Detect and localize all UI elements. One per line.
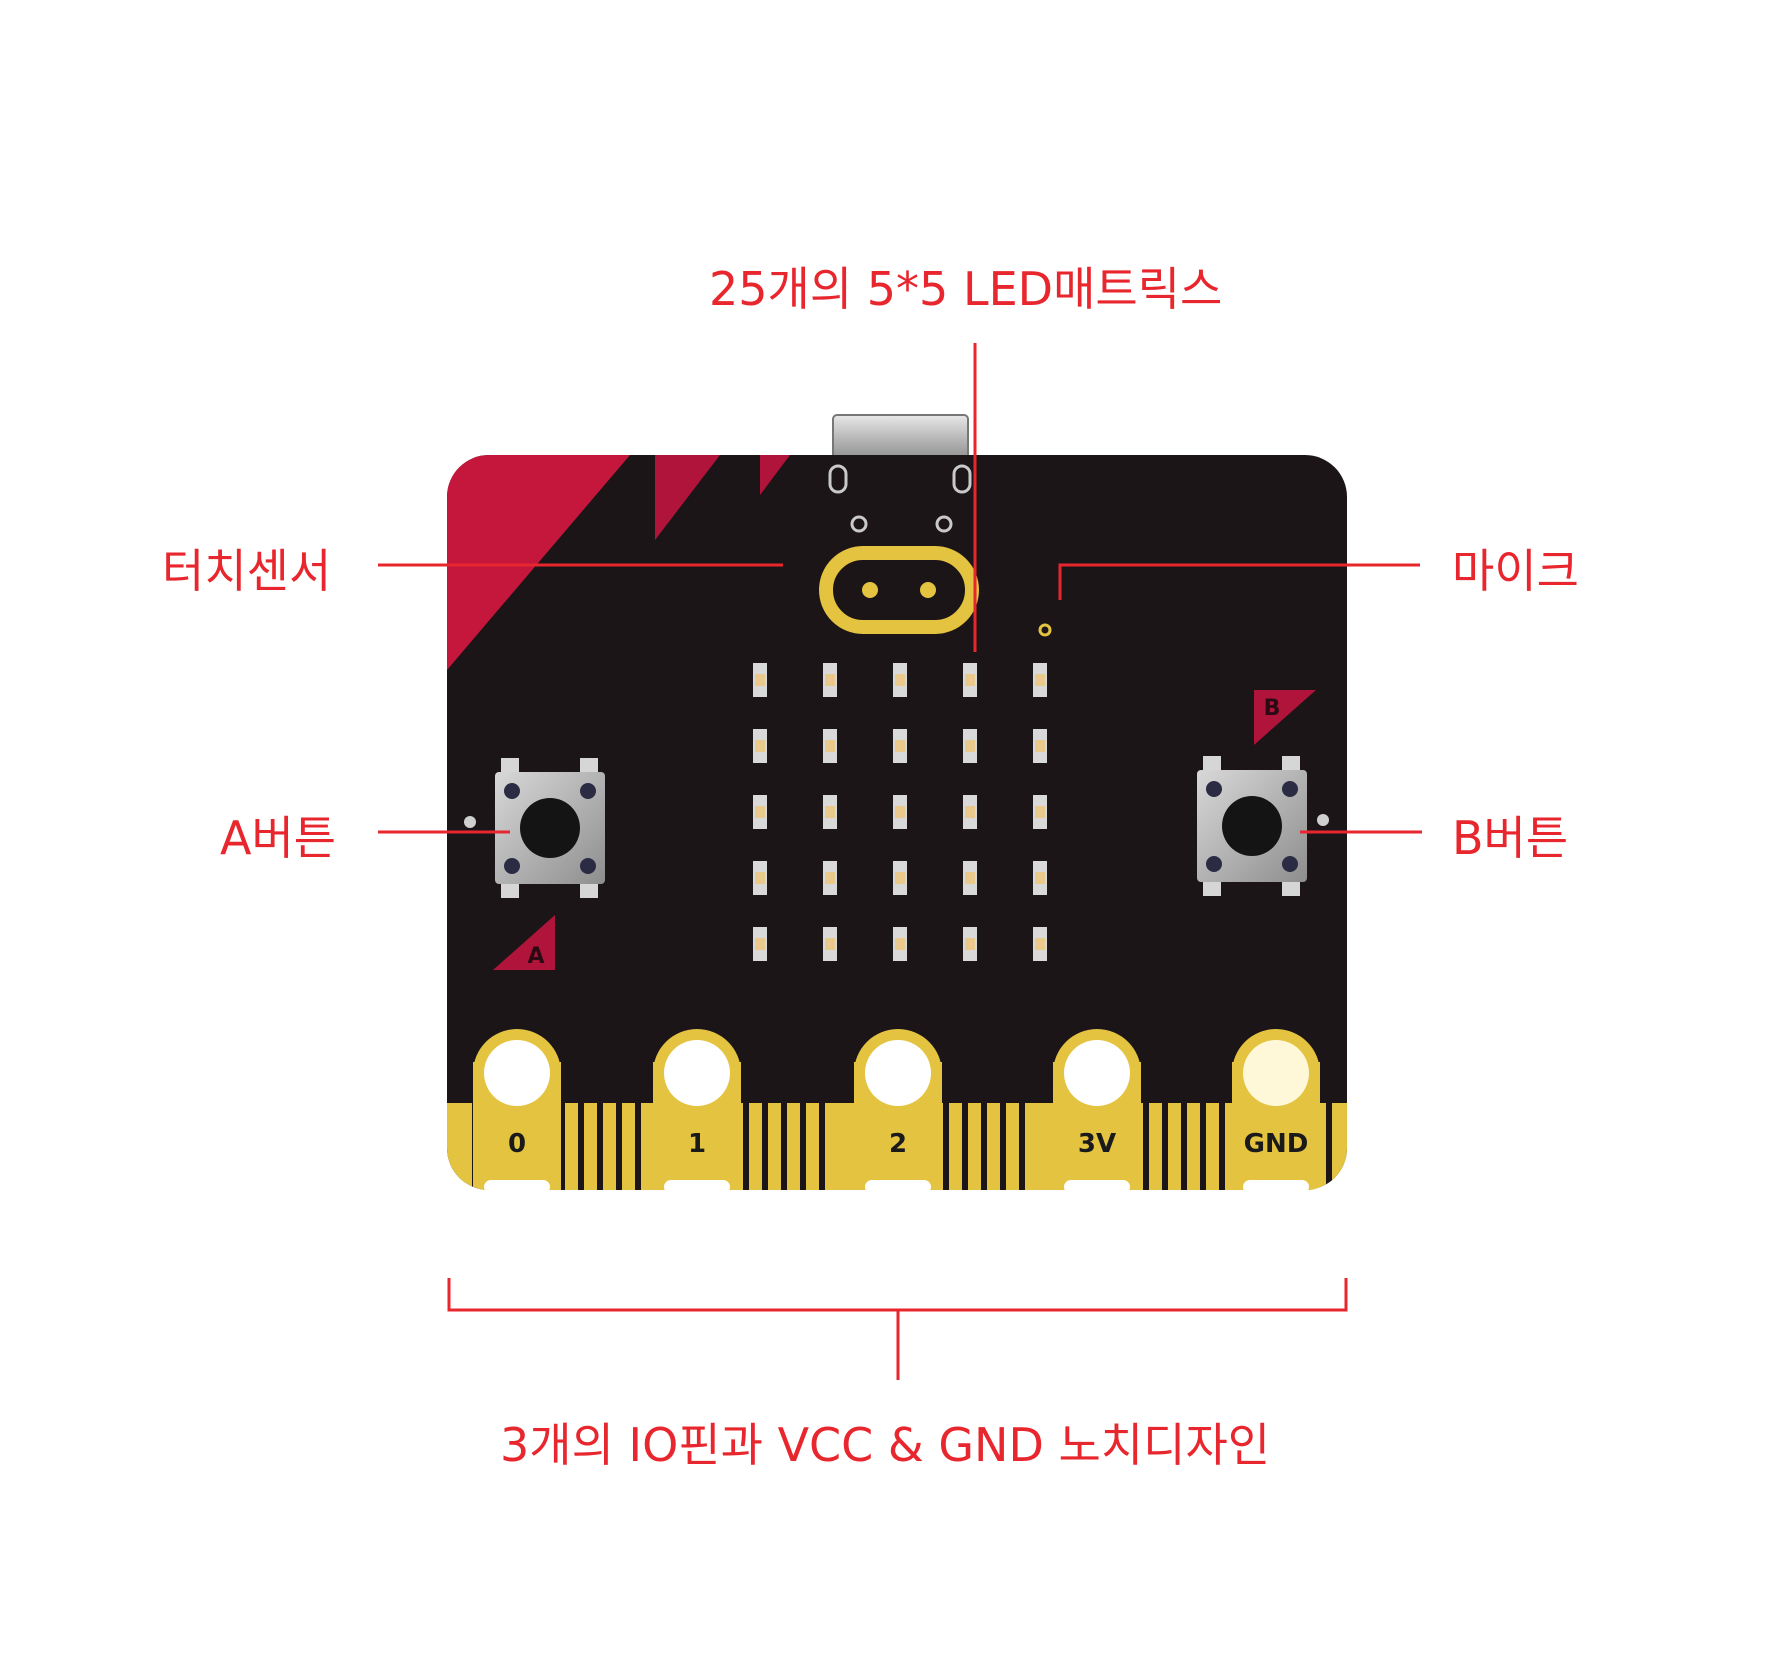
led xyxy=(963,729,977,763)
led xyxy=(823,663,837,697)
led xyxy=(893,729,907,763)
led xyxy=(823,729,837,763)
led xyxy=(753,729,767,763)
led xyxy=(823,927,837,961)
led xyxy=(753,663,767,697)
pin-pad-gnd[interactable] xyxy=(1232,1029,1320,1194)
led xyxy=(1033,729,1047,763)
button-b[interactable] xyxy=(1197,756,1307,896)
led xyxy=(1033,861,1047,895)
pin-pad-0[interactable] xyxy=(473,1029,561,1194)
led xyxy=(893,861,907,895)
pin-pad-2[interactable] xyxy=(854,1029,942,1194)
led xyxy=(753,861,767,895)
led xyxy=(1033,795,1047,829)
board-side-hole xyxy=(464,816,476,828)
led xyxy=(893,927,907,961)
button-b-marker-letter: B xyxy=(1264,696,1281,721)
pin-pad-1[interactable] xyxy=(653,1029,741,1194)
led xyxy=(963,861,977,895)
pin-label-1: 1 xyxy=(688,1129,706,1159)
led xyxy=(753,927,767,961)
pin-pad-3v[interactable] xyxy=(1053,1029,1141,1194)
led xyxy=(753,795,767,829)
board-side-hole xyxy=(1317,814,1329,826)
leader-bracket-io xyxy=(449,1278,1346,1310)
led xyxy=(963,927,977,961)
button-a[interactable] xyxy=(495,758,605,898)
led xyxy=(1033,927,1047,961)
pin-label-gnd: GND xyxy=(1244,1129,1309,1159)
pin-label-2: 2 xyxy=(889,1129,907,1159)
led xyxy=(963,663,977,697)
pin-label-0: 0 xyxy=(508,1129,526,1159)
pin-label-3v: 3V xyxy=(1078,1129,1116,1159)
led xyxy=(963,795,977,829)
led xyxy=(893,663,907,697)
led xyxy=(1033,663,1047,697)
usb-connector xyxy=(833,415,968,460)
led xyxy=(893,795,907,829)
led xyxy=(823,861,837,895)
led xyxy=(823,795,837,829)
button-a-marker-letter: A xyxy=(527,944,544,969)
